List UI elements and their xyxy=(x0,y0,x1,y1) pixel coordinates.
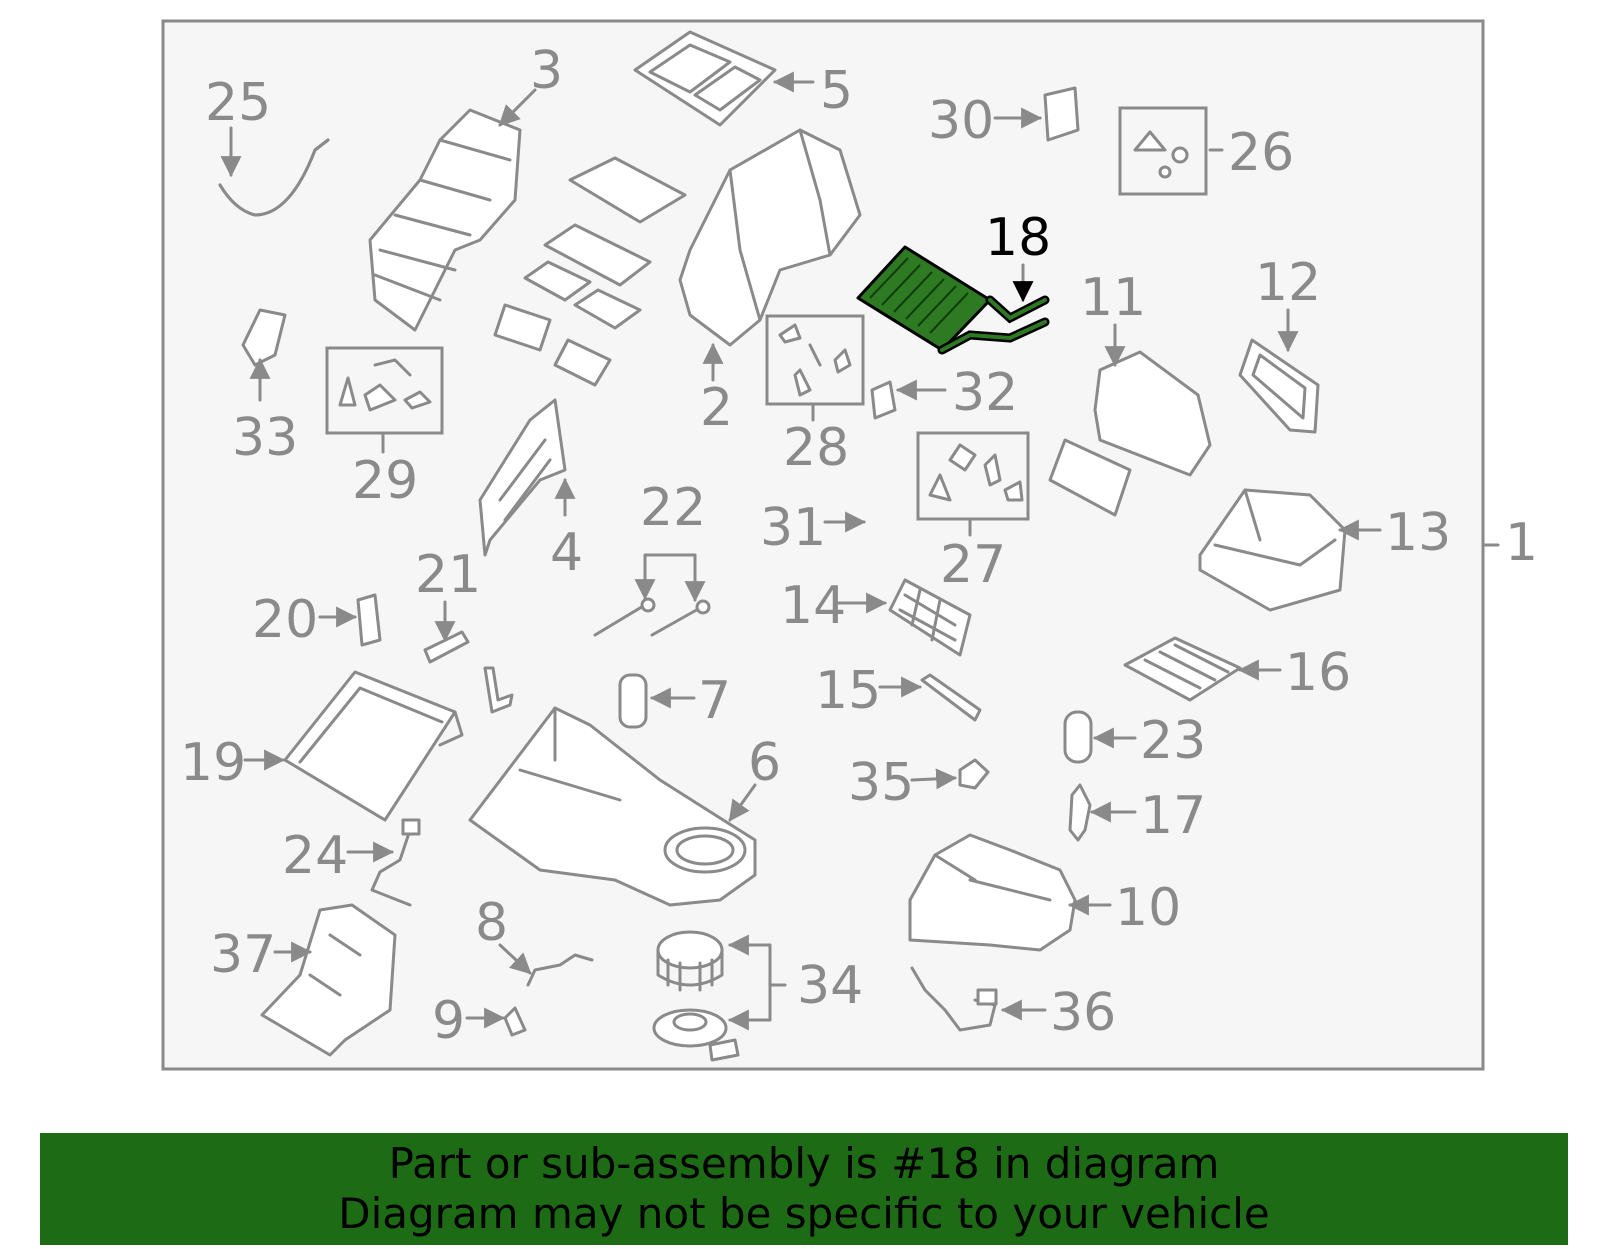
callout-29: 29 xyxy=(352,451,418,511)
callout-11: 11 xyxy=(1080,268,1146,328)
part-18-heater-core xyxy=(856,245,1050,355)
part-23-seal xyxy=(1063,710,1093,764)
callout-20: 20 xyxy=(252,590,318,650)
part-24-harness xyxy=(370,828,412,907)
callout-16: 16 xyxy=(1285,643,1351,703)
callout-8: 8 xyxy=(475,893,508,953)
callout-17: 17 xyxy=(1140,786,1206,846)
part-35-clip xyxy=(958,758,990,790)
callout-10: 10 xyxy=(1115,878,1181,938)
callout-labels: 25 3 5 30 26 18 11 12 33 29 2 28 32 27 4… xyxy=(180,41,1538,1051)
callout-31: 31 xyxy=(760,498,826,558)
callout-5: 5 xyxy=(820,61,853,121)
part-20-clip xyxy=(356,593,382,647)
callout-32: 32 xyxy=(952,363,1018,423)
part-27-kit-box xyxy=(916,431,1030,521)
callout-36: 36 xyxy=(1050,983,1116,1043)
part-22-bolt-b xyxy=(650,606,702,637)
callout-4: 4 xyxy=(550,523,583,583)
callout-15: 15 xyxy=(815,661,881,721)
callout-30: 30 xyxy=(928,91,994,151)
callout-22: 22 xyxy=(640,478,706,538)
part-11-case xyxy=(1093,350,1212,477)
part-7-seal xyxy=(618,673,648,729)
callout-18: 18 xyxy=(985,208,1051,268)
part-4-duct xyxy=(478,398,567,557)
callout-34: 34 xyxy=(797,956,863,1016)
part-5-cover xyxy=(633,30,777,127)
callout-27: 27 xyxy=(940,535,1006,595)
part-13-housing xyxy=(1198,488,1347,612)
callout-28: 28 xyxy=(783,418,849,478)
part-30-clip xyxy=(1043,86,1080,142)
part-door-a xyxy=(493,303,552,352)
part-plate-d xyxy=(573,288,642,330)
part-32-clip xyxy=(870,380,897,420)
callout-21: 21 xyxy=(415,545,481,605)
callout-19: 19 xyxy=(180,733,246,793)
callout-12: 12 xyxy=(1255,253,1321,313)
part-11-filter xyxy=(1048,438,1132,517)
part-door-b xyxy=(553,338,612,387)
callout-23: 23 xyxy=(1140,711,1206,771)
callout-35: 35 xyxy=(848,753,914,813)
part-bracket xyxy=(483,666,514,714)
callout-26: 26 xyxy=(1228,123,1294,183)
leader-lines xyxy=(220,71,1500,1031)
callout-9: 9 xyxy=(432,991,465,1051)
part-15-strip xyxy=(920,673,982,722)
part-plate-b xyxy=(543,223,652,287)
footer-banner: Part or sub-assembly is #18 in diagram D… xyxy=(40,1133,1568,1245)
part-17-bracket xyxy=(1068,783,1092,842)
callout-6: 6 xyxy=(748,733,781,793)
callout-1: 1 xyxy=(1505,513,1538,573)
callout-14: 14 xyxy=(780,576,846,636)
part-plate-c xyxy=(523,260,592,302)
part-3-duct xyxy=(368,108,522,332)
callout-33: 33 xyxy=(232,408,298,468)
part-8-harness xyxy=(526,953,594,987)
callout-7: 7 xyxy=(698,671,731,731)
part-12-frame xyxy=(1238,338,1320,434)
footer-line-1: Part or sub-assembly is #18 in diagram xyxy=(388,1139,1220,1188)
footer-line-2: Diagram may not be specific to your vehi… xyxy=(338,1189,1270,1238)
callout-3: 3 xyxy=(530,41,563,101)
callout-37: 37 xyxy=(210,925,276,985)
callout-13: 13 xyxy=(1385,503,1451,563)
part-9-clip xyxy=(503,1006,527,1037)
part-plate-a xyxy=(568,156,687,224)
part-22-bolt-a xyxy=(593,603,647,637)
callout-24: 24 xyxy=(282,826,348,886)
callout-25: 25 xyxy=(205,73,271,133)
callout-2: 2 xyxy=(700,378,733,438)
